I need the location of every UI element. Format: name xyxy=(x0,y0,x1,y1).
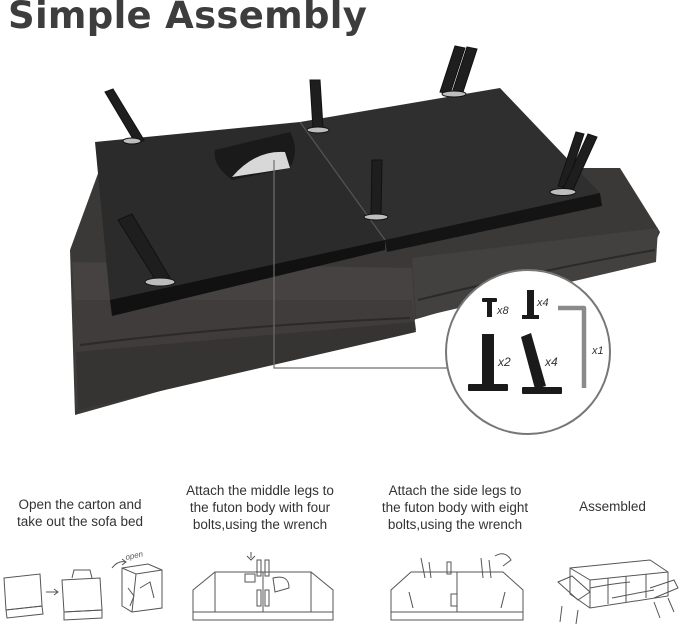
short-legs-qty: x4 xyxy=(536,297,549,309)
legs xyxy=(104,45,598,287)
step-1-illustration: open xyxy=(3,549,163,621)
step-3-illustration xyxy=(390,553,524,621)
page-title: Simple Assembly xyxy=(8,0,368,37)
step-2-text: Attach the middle legs to the futon body… xyxy=(186,483,334,532)
step-4-text: Assembled xyxy=(579,499,646,514)
bolts-qty: x8 xyxy=(496,305,510,317)
open-label: open xyxy=(125,549,145,562)
side-legs-qty: x4 xyxy=(544,355,558,369)
middle-leg-icon xyxy=(468,334,508,391)
step-2-illustration xyxy=(192,552,334,621)
hardware-kit-callout: x8 x4 x2 x4 x1 xyxy=(445,269,611,435)
step-4-illustration xyxy=(557,559,679,625)
short-leg-icon xyxy=(522,290,539,319)
step-1-text: Open the carton and take out the sofa be… xyxy=(16,497,144,529)
middle-legs-qty: x2 xyxy=(497,355,511,369)
wrench-icon xyxy=(558,305,587,388)
futon-underside-illustration: x8 x4 x2 x4 x1 xyxy=(70,45,660,435)
step-3-text: Attach the side legs to the futon body w… xyxy=(381,483,529,532)
bolt-icon xyxy=(482,298,497,317)
side-leg-icon xyxy=(521,333,562,394)
wrench-qty: x1 xyxy=(591,345,604,357)
